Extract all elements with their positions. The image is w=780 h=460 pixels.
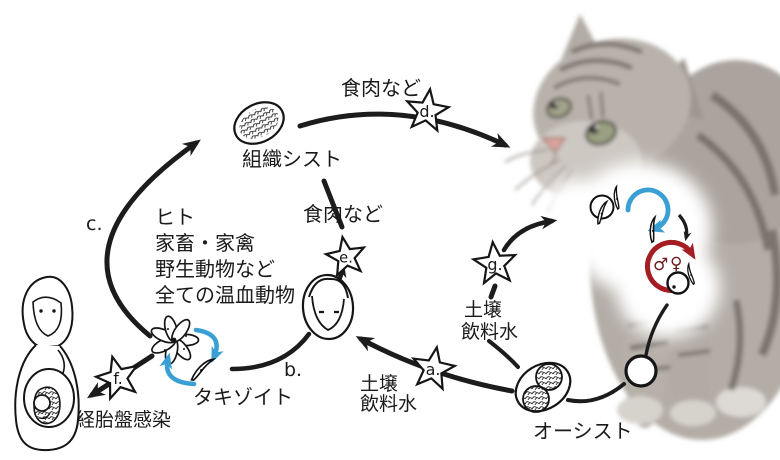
gamete-icon — [680, 263, 703, 285]
sporozoite-circle-icon — [589, 194, 615, 225]
soil-left-label: 土壌 — [360, 373, 398, 395]
star-marker-d: d. — [402, 85, 452, 133]
sporulated-oocyst-icon — [514, 361, 572, 413]
free-organism-icon — [605, 185, 629, 210]
svg-text:a.: a. — [426, 360, 441, 379]
female-symbol: ♀ — [670, 254, 682, 274]
tachyzoite-label: タキゾイト — [193, 385, 293, 409]
water-right-label: 飲料水 — [461, 321, 518, 343]
star-marker-e: e. — [322, 232, 369, 278]
tissue-cyst-label: 組織シスト — [242, 147, 342, 171]
meat-route-mid-label: 食肉など — [303, 202, 383, 226]
tachyzoite-rosette-icon — [148, 314, 200, 366]
star-marker-a: a. — [408, 342, 459, 392]
star-marker-g: g. — [470, 238, 519, 285]
arc-host-to-tachyzoite — [229, 331, 312, 372]
asexual-cycle-arrow — [625, 187, 671, 233]
arrow-tachyzoite-to-cyst — [104, 139, 201, 339]
host-face-icon — [301, 273, 355, 341]
cat-eye-right — [585, 120, 617, 146]
line-cat-to-oocyst — [644, 303, 669, 357]
tachyzoite-cycle-arrows — [159, 327, 224, 387]
water-left-label: 飲料水 — [360, 393, 417, 415]
star-marker-f: f. — [91, 350, 144, 402]
marker-c: c. — [86, 213, 103, 235]
cat-paw — [716, 387, 766, 417]
host-line: 全ての温血動物 — [155, 283, 295, 307]
transplacental-label: 経胎盤感染 — [76, 409, 171, 431]
line-meat-to-cyst — [321, 178, 345, 230]
cat-eye-left — [546, 97, 572, 119]
cat-gut-cycle: ♂ ♀ — [589, 185, 703, 295]
arrow-oocyst-to-cat — [501, 215, 558, 253]
tachyzoite-organism-icon — [190, 355, 215, 384]
arrow-to-sexual-cycle — [677, 213, 692, 242]
host-list: ヒト 家畜・家禽 野生動物など 全ての温血動物 — [155, 205, 295, 307]
cat-paw — [617, 396, 663, 424]
merozoite-icon — [640, 216, 666, 244]
svg-text:e.: e. — [339, 250, 353, 267]
male-symbol: ♂ — [653, 255, 668, 275]
arc-soil-to-oocyst — [487, 339, 520, 369]
photo-white-overlay — [545, 162, 720, 338]
unsporulated-oocyst-icon — [624, 354, 658, 388]
meat-route-top-label: 食肉など — [341, 76, 421, 100]
marker-b: b. — [284, 359, 302, 381]
tissue-cyst-icon — [233, 101, 285, 145]
zygote-circle-icon — [666, 271, 690, 295]
host-line: ヒト — [155, 205, 195, 229]
svg-text:g.: g. — [487, 255, 502, 274]
svg-text:d.: d. — [419, 102, 434, 121]
soil-right-label: 土壌 — [464, 299, 502, 321]
svg-text:f.: f. — [113, 369, 123, 388]
sexual-cycle-arrow — [645, 239, 696, 293]
arrow-cyst-to-cat — [297, 111, 511, 148]
host-line: 野生動物など — [155, 257, 275, 281]
cat-nose — [541, 137, 567, 155]
arc-oocyst-link — [566, 382, 626, 404]
line-g-to-soil — [488, 283, 498, 300]
pregnant-woman-icon — [14, 275, 80, 452]
oocyst-label: オーシスト — [533, 419, 633, 443]
cat-paw — [670, 400, 716, 426]
host-line: 家畜・家禽 — [155, 231, 255, 255]
